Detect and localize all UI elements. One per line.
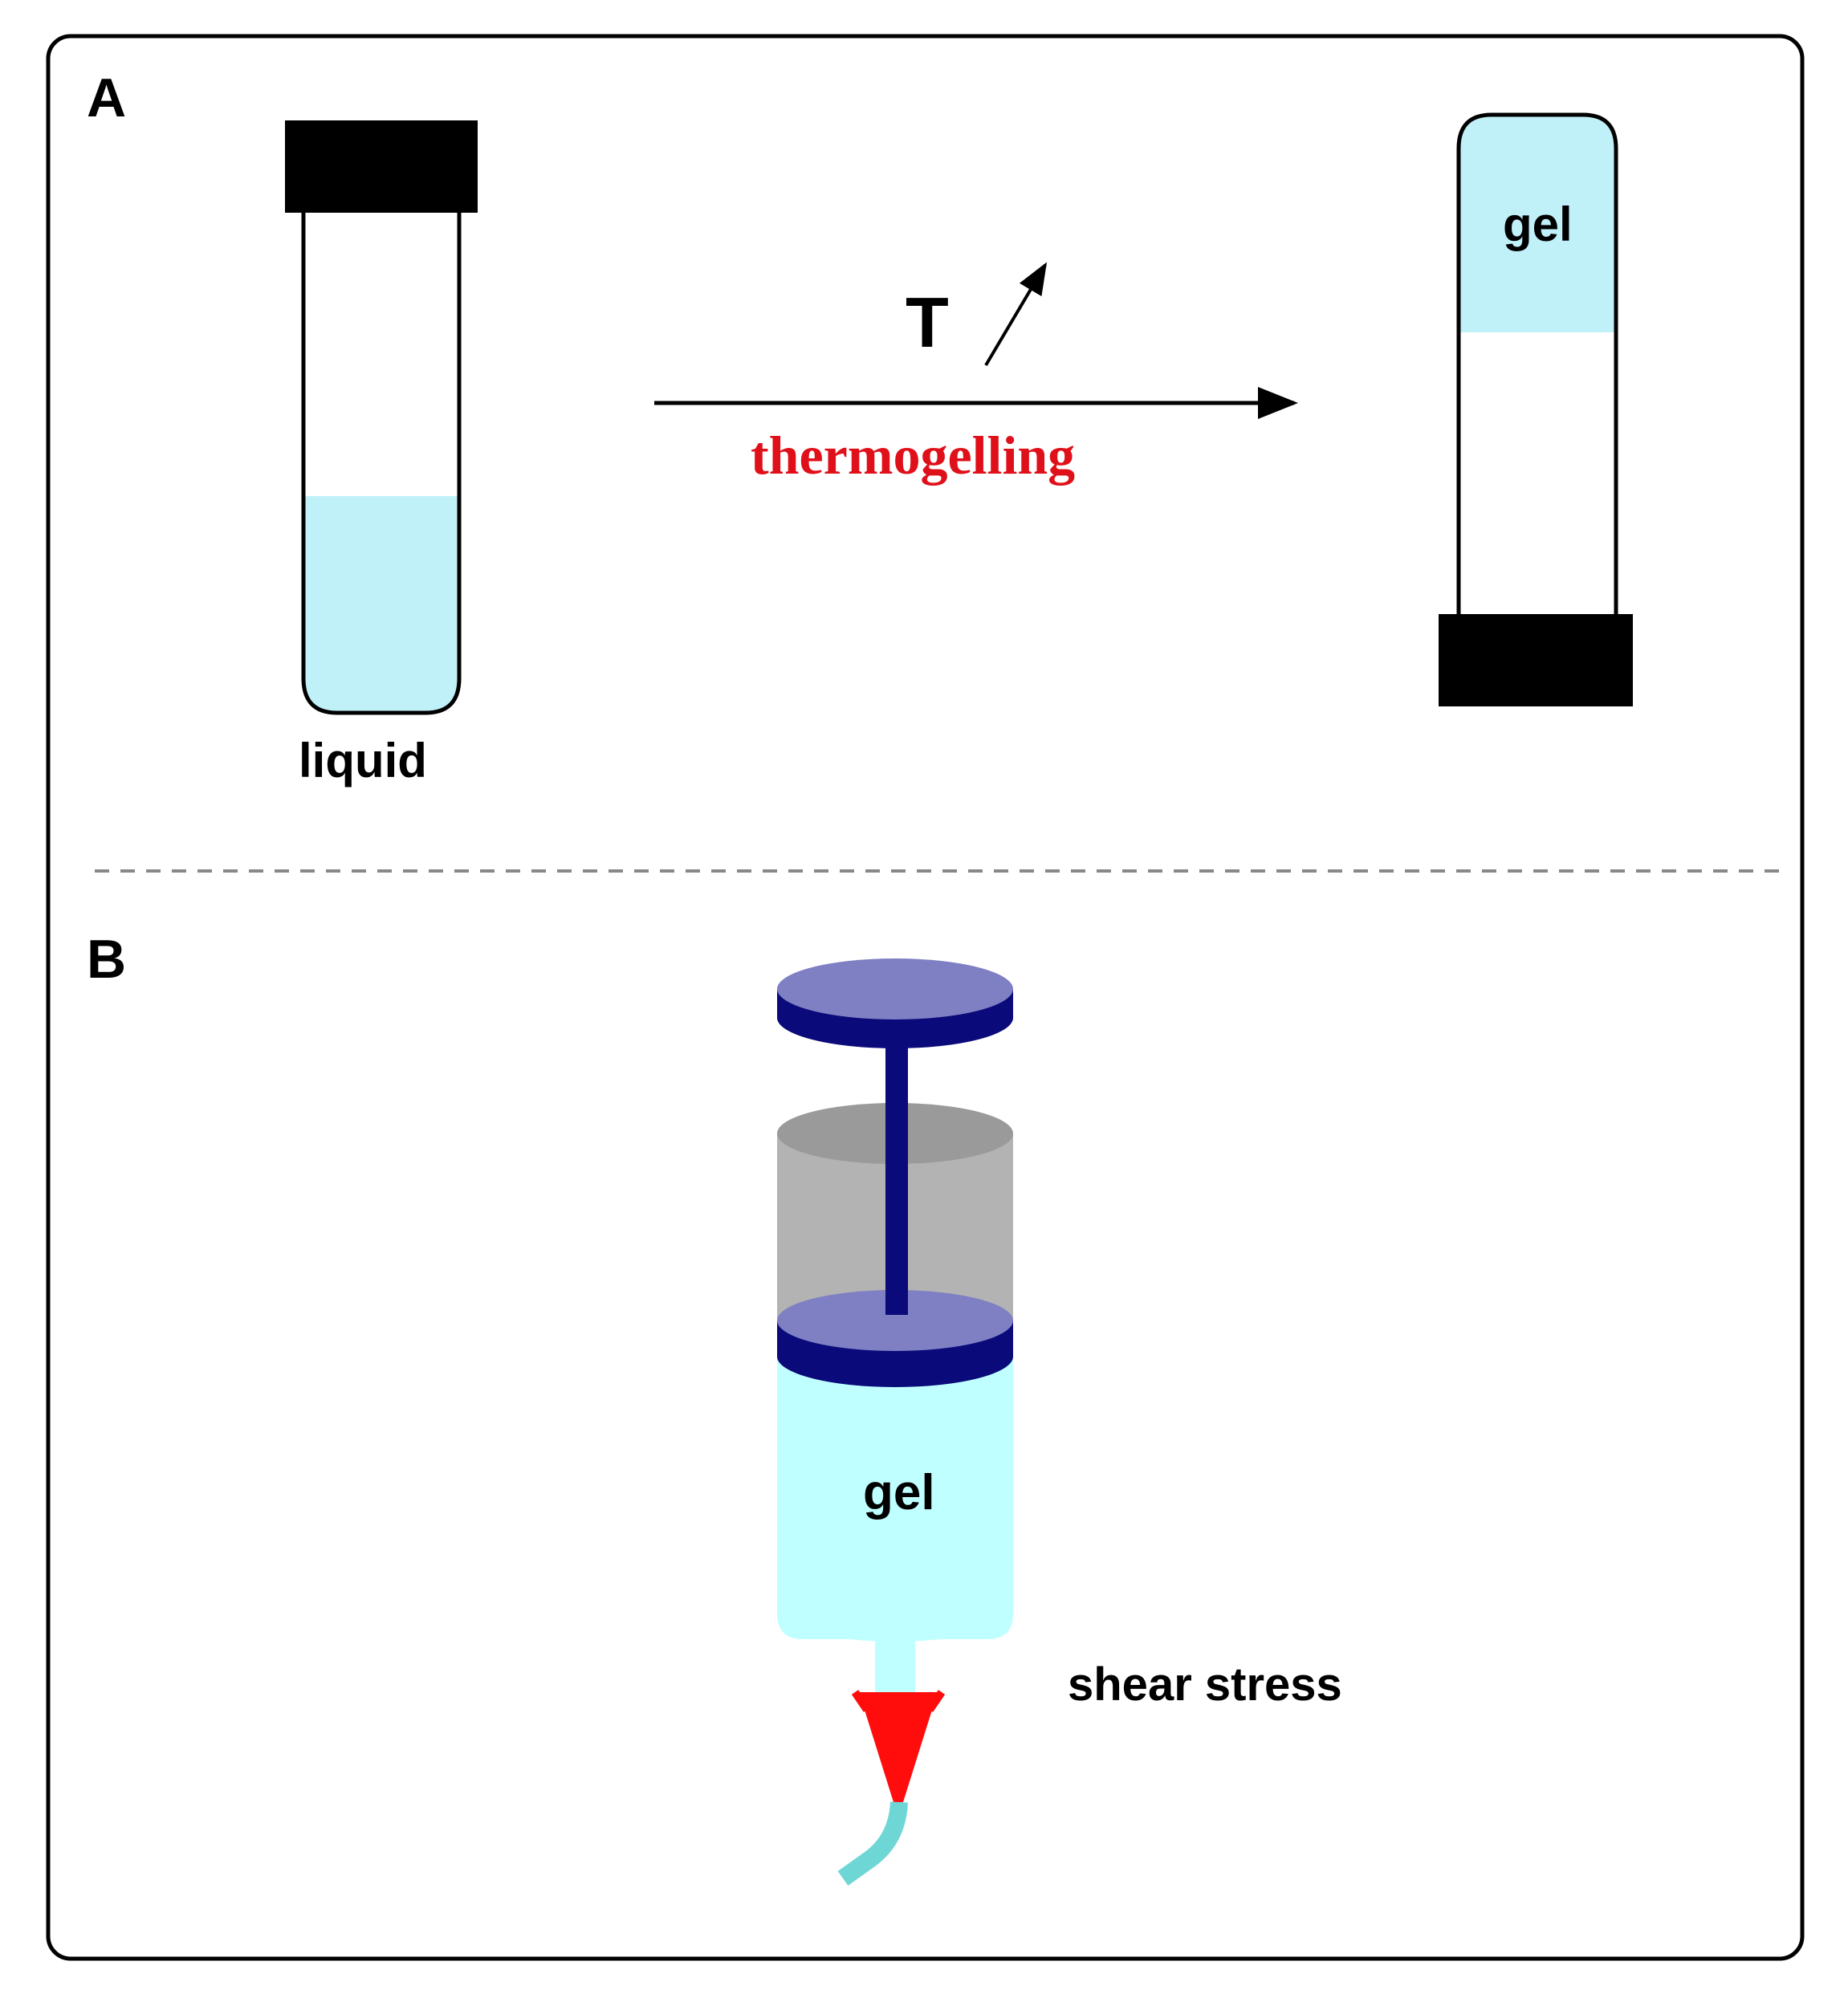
needle-hub <box>859 1692 938 1802</box>
gel-fill <box>1459 115 1616 332</box>
plunger-rod <box>885 1018 908 1315</box>
syringe <box>777 958 1013 1886</box>
liquid-fill <box>303 496 459 713</box>
shear-stress-label: shear stress <box>1068 1658 1342 1711</box>
liquid-label: liquid <box>299 734 427 787</box>
liquid-test-tube <box>285 120 478 715</box>
tube-cap-right <box>1439 614 1633 706</box>
temperature-symbol: T <box>906 283 949 362</box>
gel-stream <box>837 1801 908 1886</box>
panel-label-a: A <box>87 67 126 128</box>
piston-disc <box>777 1290 1013 1351</box>
thermogelling-caption: thermogelling <box>751 425 1075 486</box>
gel-test-tube <box>1439 112 1633 706</box>
tube-body-right <box>1456 112 1618 618</box>
gel-label-syringe: gel <box>863 1465 935 1520</box>
gel-label-tube: gel <box>1503 197 1573 251</box>
panel-label-b: B <box>87 929 126 990</box>
plunger-top-disc <box>777 958 1013 1019</box>
temperature-increase-arrow <box>984 262 1048 367</box>
tube-body-left <box>301 210 462 715</box>
needle-hub-lip <box>851 1690 946 1712</box>
syringe-gel-bottom <box>777 1577 1013 1642</box>
plunger-rod-overlap <box>885 1284 908 1315</box>
tube-cap-left <box>285 120 478 213</box>
